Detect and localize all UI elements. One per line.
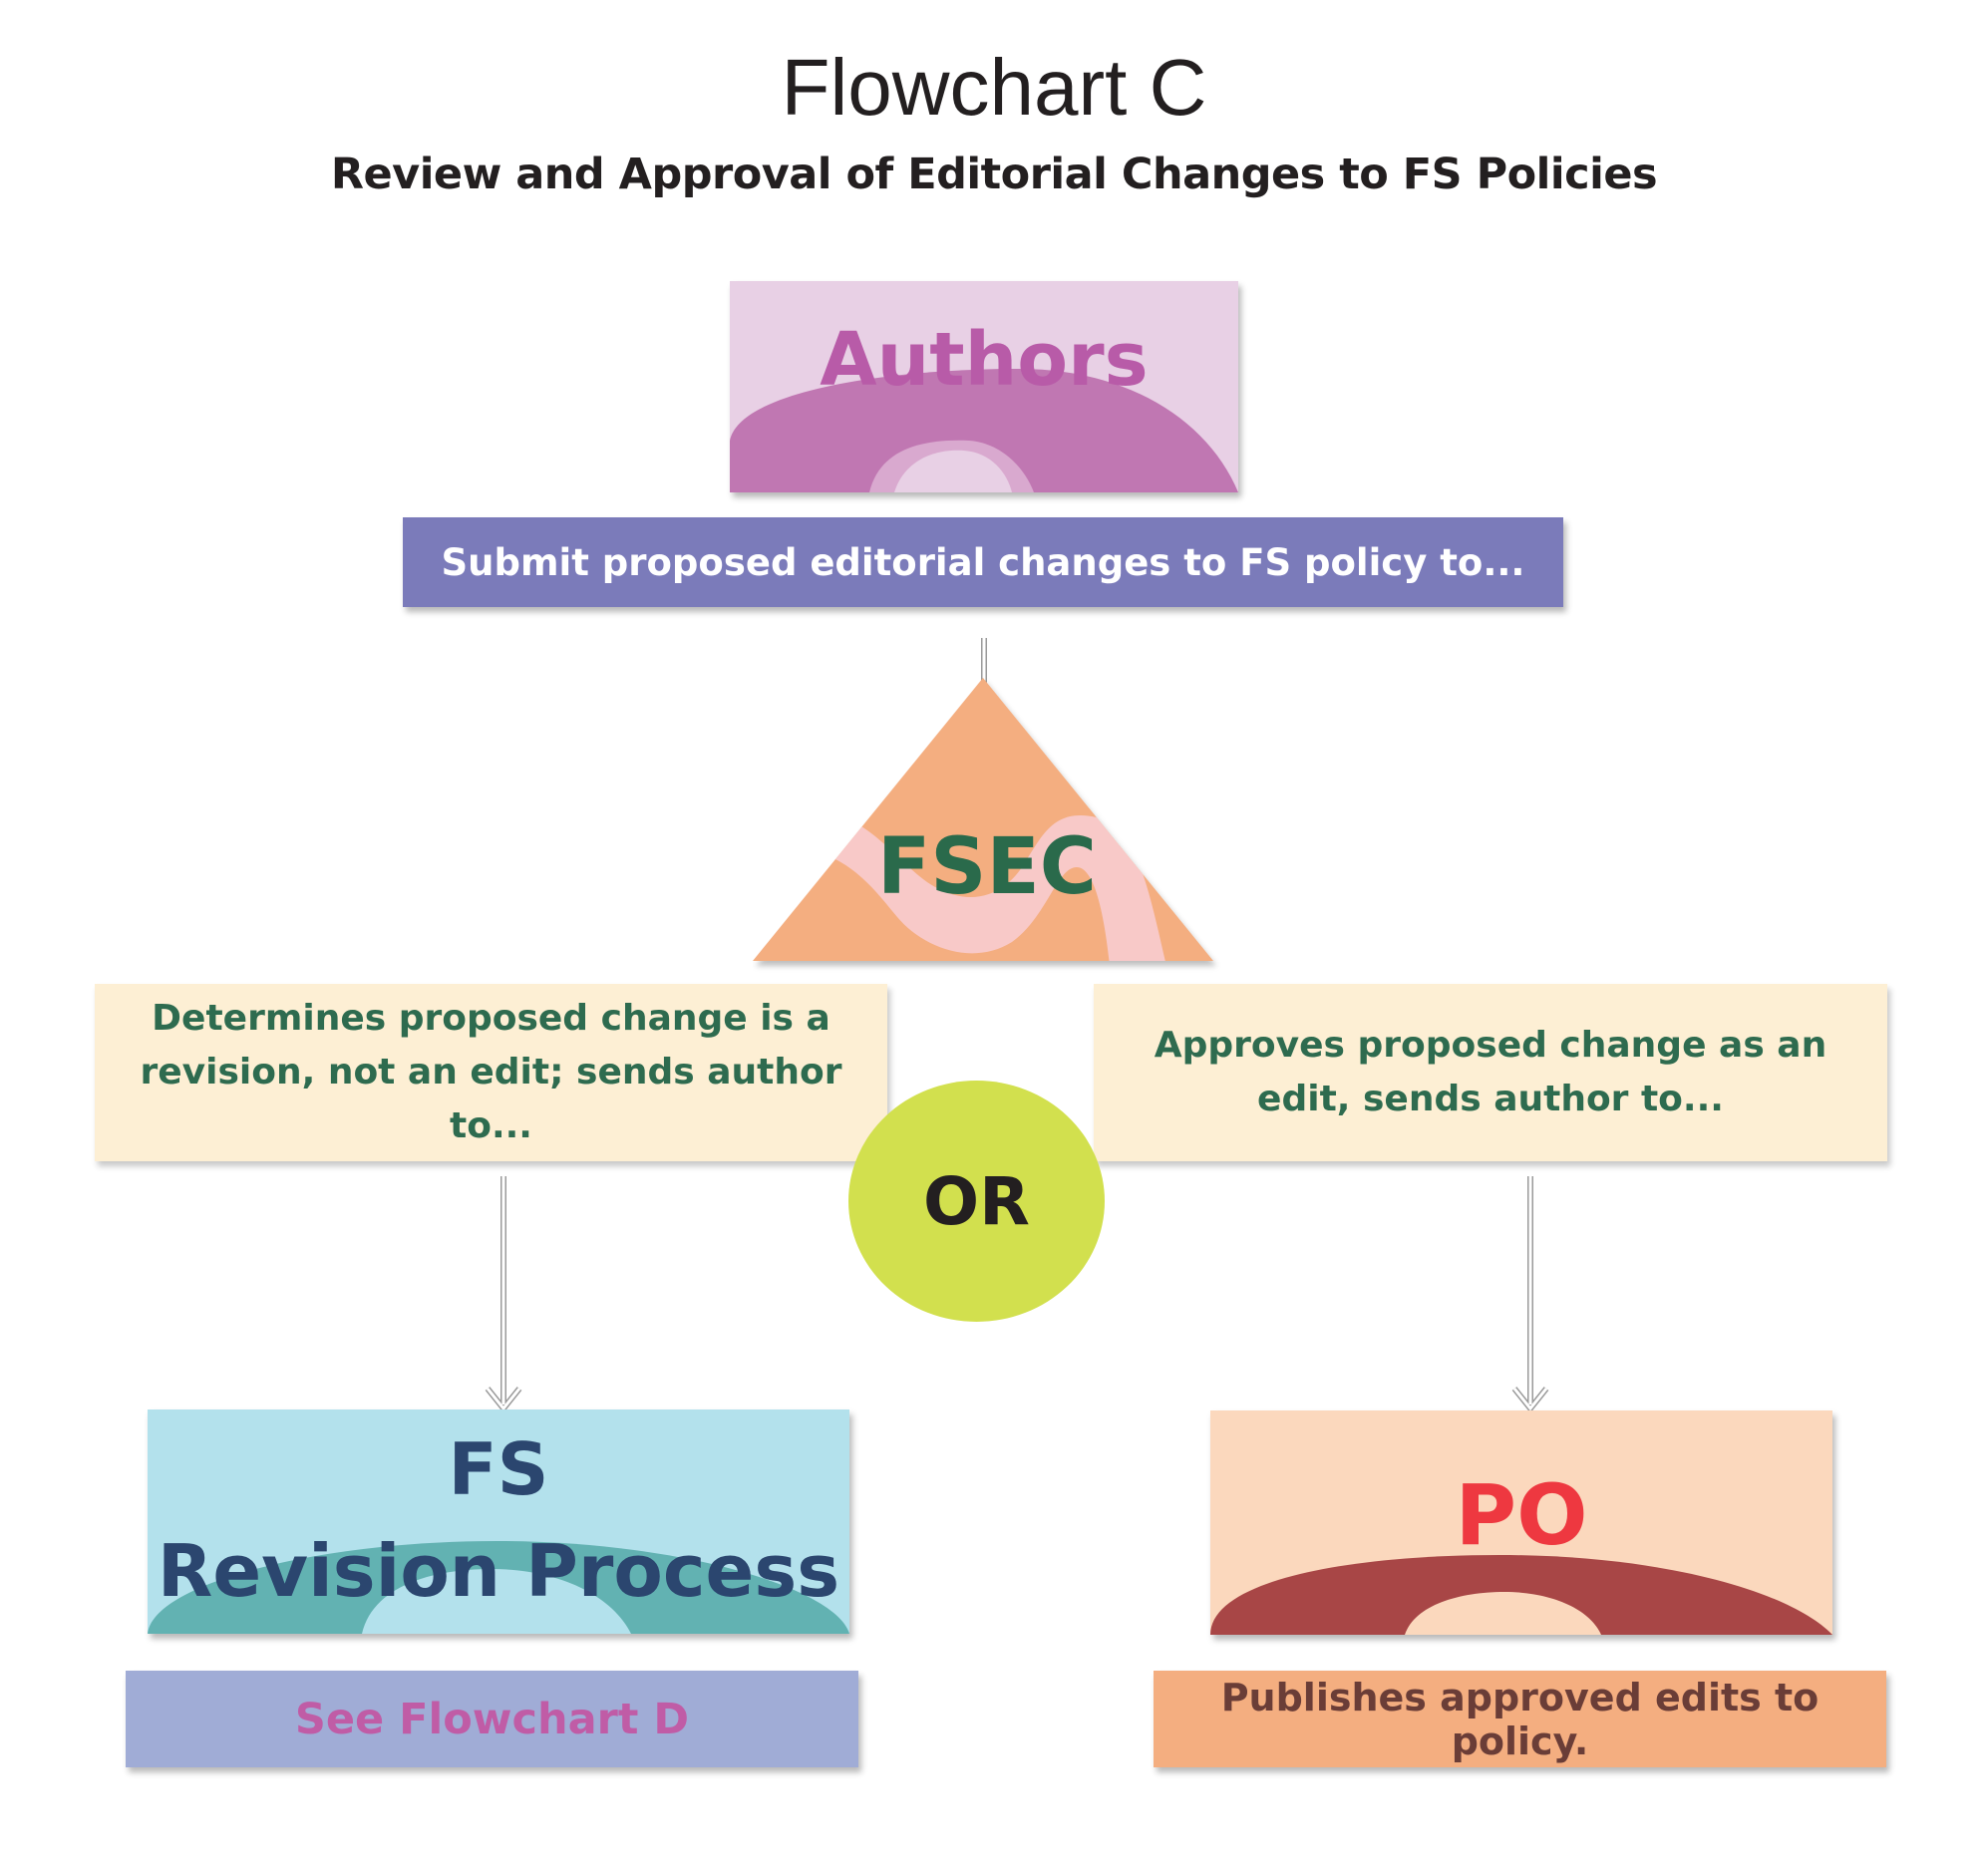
or-connector-circle: OR — [848, 1081, 1105, 1322]
flowchart-subtitle: Review and Approval of Editorial Changes… — [330, 150, 1658, 199]
branch-right-box: Approves proposed change as an edit, sen… — [1094, 984, 1887, 1161]
authors-label: Authors — [820, 317, 1149, 403]
branch-right-text: Approves proposed change as an edit, sen… — [1154, 1025, 1827, 1119]
fsec-label: FSEC — [877, 822, 1097, 912]
see-flowchart-d-bar: See Flowchart D — [126, 1671, 858, 1767]
fs-revision-node: FS Revision Process — [148, 1409, 849, 1634]
branch-left-text: Determines proposed change is a revision… — [140, 998, 842, 1146]
or-label: OR — [923, 1162, 1030, 1240]
fs-revision-wave-graphic — [148, 1541, 849, 1634]
po-node: PO — [1210, 1410, 1832, 1635]
fsec-triangle — [753, 678, 1213, 961]
authors-wave-graphic — [730, 369, 1238, 492]
fs-revision-label-line2: Revision Process — [157, 1529, 840, 1613]
flowchart-title: Flowchart C — [781, 43, 1207, 132]
po-wave-graphic — [1210, 1555, 1832, 1635]
fs-revision-label-line1: FS — [448, 1427, 549, 1511]
authors-action-bar: Submit proposed editorial changes to FS … — [403, 517, 1563, 607]
authors-node: Authors — [730, 281, 1238, 492]
branch-left-box: Determines proposed change is a revision… — [95, 984, 887, 1161]
fsec-ribbon-graphic — [793, 811, 1171, 961]
po-label: PO — [1455, 1466, 1588, 1564]
po-action-bar: Publishes approved edits to policy. — [1154, 1671, 1886, 1767]
